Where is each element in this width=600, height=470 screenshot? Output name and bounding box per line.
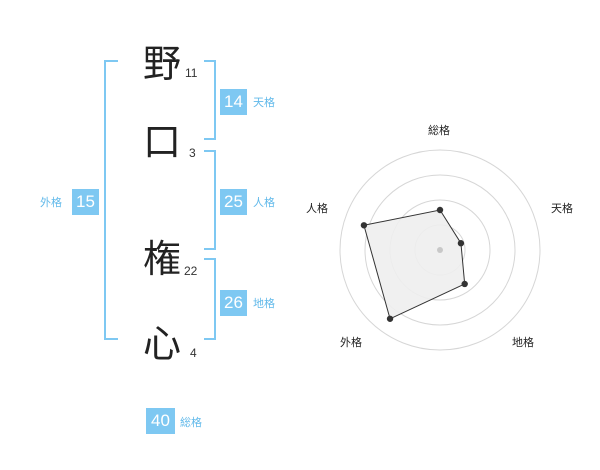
- radar-point: [386, 315, 394, 322]
- gaikaku-value-badge: 15: [72, 189, 99, 215]
- stroke-count-3: 22: [184, 264, 198, 278]
- radar-point: [457, 240, 465, 247]
- radar-axis-label-tenkaku: 天格: [551, 202, 573, 215]
- soukaku-label: 総格: [180, 416, 202, 429]
- chikaku-value-badge: 26: [220, 290, 247, 316]
- tenkaku-label: 天格: [253, 96, 275, 109]
- radar-axis-label-chikaku: 地格: [512, 336, 534, 349]
- radar-ring: [339, 149, 541, 351]
- tenkaku-bracket: [204, 60, 216, 140]
- name-char-1: 野: [143, 42, 182, 86]
- tenkaku-value-badge: 14: [220, 89, 247, 115]
- jinkaku-label: 人格: [253, 196, 275, 209]
- jinkaku-bracket: [204, 150, 216, 250]
- stroke-count-1: 11: [185, 66, 198, 80]
- radar-axis-label-gaikaku: 外格: [340, 336, 362, 349]
- radar-polygon: [363, 209, 466, 320]
- stroke-count-2: 3: [189, 146, 196, 160]
- chikaku-label: 地格: [253, 297, 275, 310]
- stroke-count-4: 4: [190, 346, 197, 360]
- radar-center-dot: [437, 247, 443, 253]
- jinkaku-value-badge: 25: [220, 189, 247, 215]
- gaikaku-bracket: [104, 60, 118, 340]
- radar-point: [360, 222, 368, 229]
- radar-point: [461, 280, 468, 288]
- name-char-3: 権: [143, 237, 182, 281]
- soukaku-value-badge: 40: [146, 408, 175, 434]
- gaikaku-label: 外格: [40, 196, 62, 209]
- name-char-2: 口: [143, 120, 182, 164]
- radar-point: [436, 206, 444, 214]
- radar-axis-label-jinkaku: 人格: [306, 202, 328, 215]
- name-char-4: 心: [143, 322, 182, 366]
- radar-ring: [364, 174, 516, 326]
- radar-grid: [339, 149, 541, 351]
- chikaku-bracket: [204, 258, 216, 340]
- radar-points: [360, 206, 468, 322]
- radar-axis-label-soukaku: 総格: [428, 124, 450, 137]
